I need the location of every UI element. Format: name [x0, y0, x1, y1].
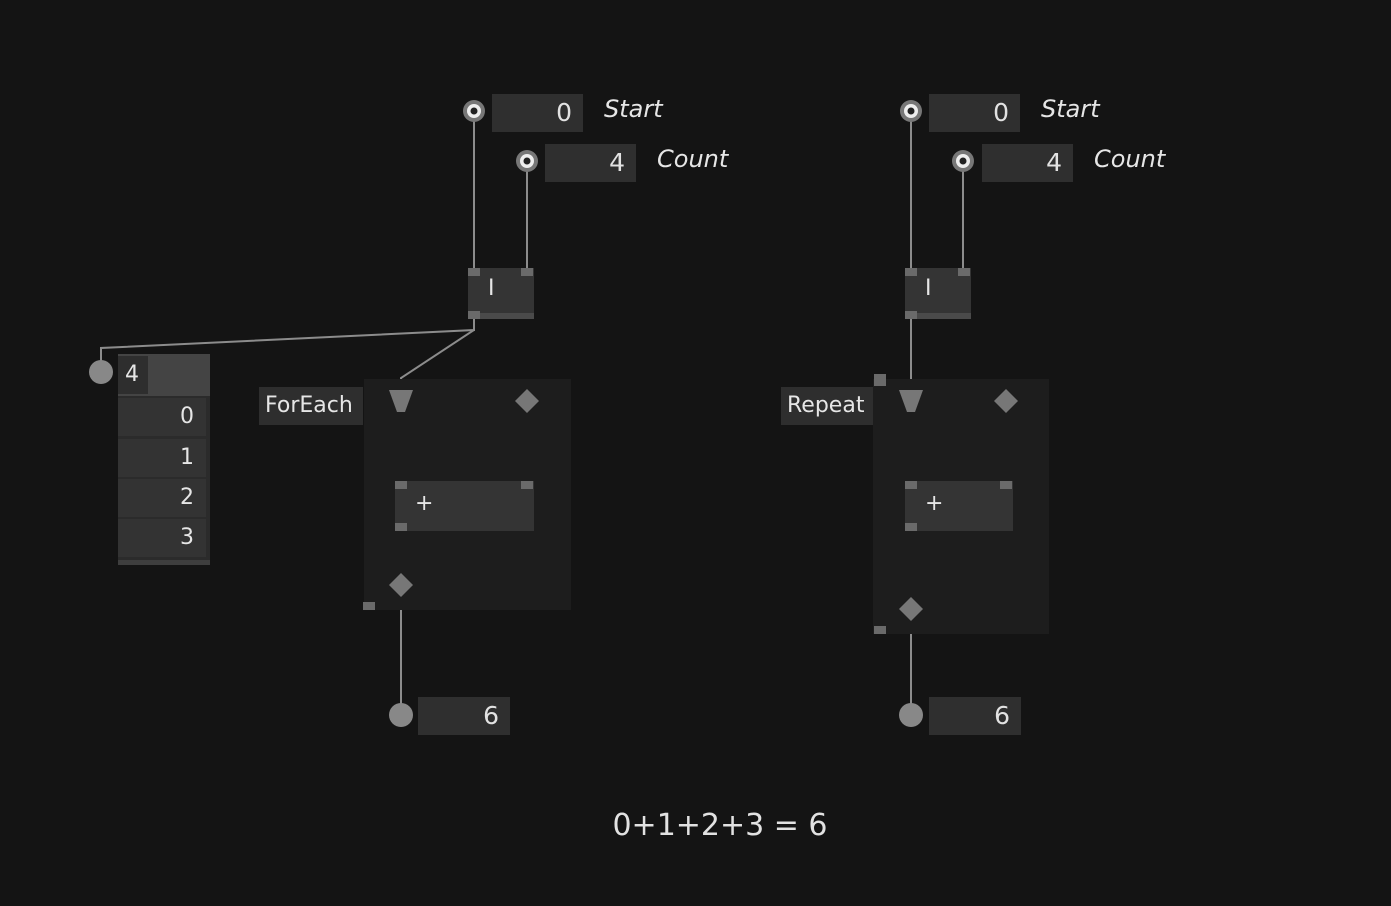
foreach-accumulator-in[interactable]: [515, 389, 539, 413]
add-node-right-label: +: [925, 491, 944, 516]
result-pin-right[interactable]: [899, 703, 923, 727]
start-label-right: Start: [1041, 95, 1100, 123]
range-node-left[interactable]: I: [468, 268, 534, 319]
range-right-in-count[interactable]: [958, 268, 970, 276]
spread-item: 3: [118, 519, 206, 557]
start-pin-right-dot: [907, 107, 915, 115]
range-node-right[interactable]: I: [905, 268, 971, 319]
result-pin-left[interactable]: [389, 703, 413, 727]
equation-caption: 0+1+2+3 = 6: [612, 808, 828, 843]
range-left-in-count[interactable]: [521, 268, 533, 276]
repeat-accumulator-out[interactable]: [899, 597, 923, 621]
range-node-right-bar: [905, 313, 971, 319]
foreach-input-splicer[interactable]: [389, 390, 413, 412]
range-left-out[interactable]: [468, 311, 480, 319]
range-node-right-label: I: [925, 276, 932, 301]
count-pin-left-dot: [523, 157, 531, 165]
add-left-in-2[interactable]: [521, 481, 533, 489]
spread-item: 2: [118, 479, 206, 517]
foreach-accumulator-out[interactable]: [389, 573, 413, 597]
range-node-left-label: I: [488, 276, 495, 301]
add-right-out[interactable]: [905, 523, 917, 531]
add-node-right[interactable]: +: [905, 481, 1013, 531]
count-pin-right-dot: [959, 157, 967, 165]
spread-footer: [118, 560, 210, 565]
start-pin-left-dot: [470, 107, 478, 115]
count-value-left[interactable]: 4: [545, 144, 636, 182]
add-node-left[interactable]: +: [395, 481, 534, 531]
start-value-left[interactable]: 0: [492, 94, 583, 132]
add-node-left-label: +: [415, 491, 434, 516]
count-value-right[interactable]: 4: [982, 144, 1073, 182]
repeat-accumulator-in[interactable]: [994, 389, 1018, 413]
range-node-left-bar: [468, 313, 534, 319]
foreach-label[interactable]: ForEach: [259, 387, 363, 425]
spread-count: 4: [118, 356, 148, 394]
add-left-in-1[interactable]: [395, 481, 407, 489]
result-value-right[interactable]: 6: [929, 697, 1021, 735]
start-value-right[interactable]: 0: [929, 94, 1020, 132]
count-label-left: Count: [657, 145, 729, 173]
spread-viewer[interactable]: 4 0 1 2 3: [118, 354, 210, 565]
foreach-region-handle[interactable]: [363, 602, 375, 610]
repeat-label[interactable]: Repeat: [781, 387, 873, 425]
start-label-left: Start: [604, 95, 663, 123]
range-left-in-start[interactable]: [468, 268, 480, 276]
spread-pin[interactable]: [89, 360, 113, 384]
range-right-out[interactable]: [905, 311, 917, 319]
count-label-right: Count: [1094, 145, 1166, 173]
spread-item: 0: [118, 398, 206, 436]
add-right-in-2[interactable]: [1000, 481, 1012, 489]
repeat-input-splicer[interactable]: [899, 390, 923, 412]
range-right-in-start[interactable]: [905, 268, 917, 276]
repeat-region-handle-bottom[interactable]: [874, 626, 886, 634]
spread-item: 1: [118, 439, 206, 477]
repeat-region-handle-top[interactable]: [874, 374, 886, 386]
result-value-left[interactable]: 6: [418, 697, 510, 735]
add-left-out[interactable]: [395, 523, 407, 531]
add-right-in-1[interactable]: [905, 481, 917, 489]
